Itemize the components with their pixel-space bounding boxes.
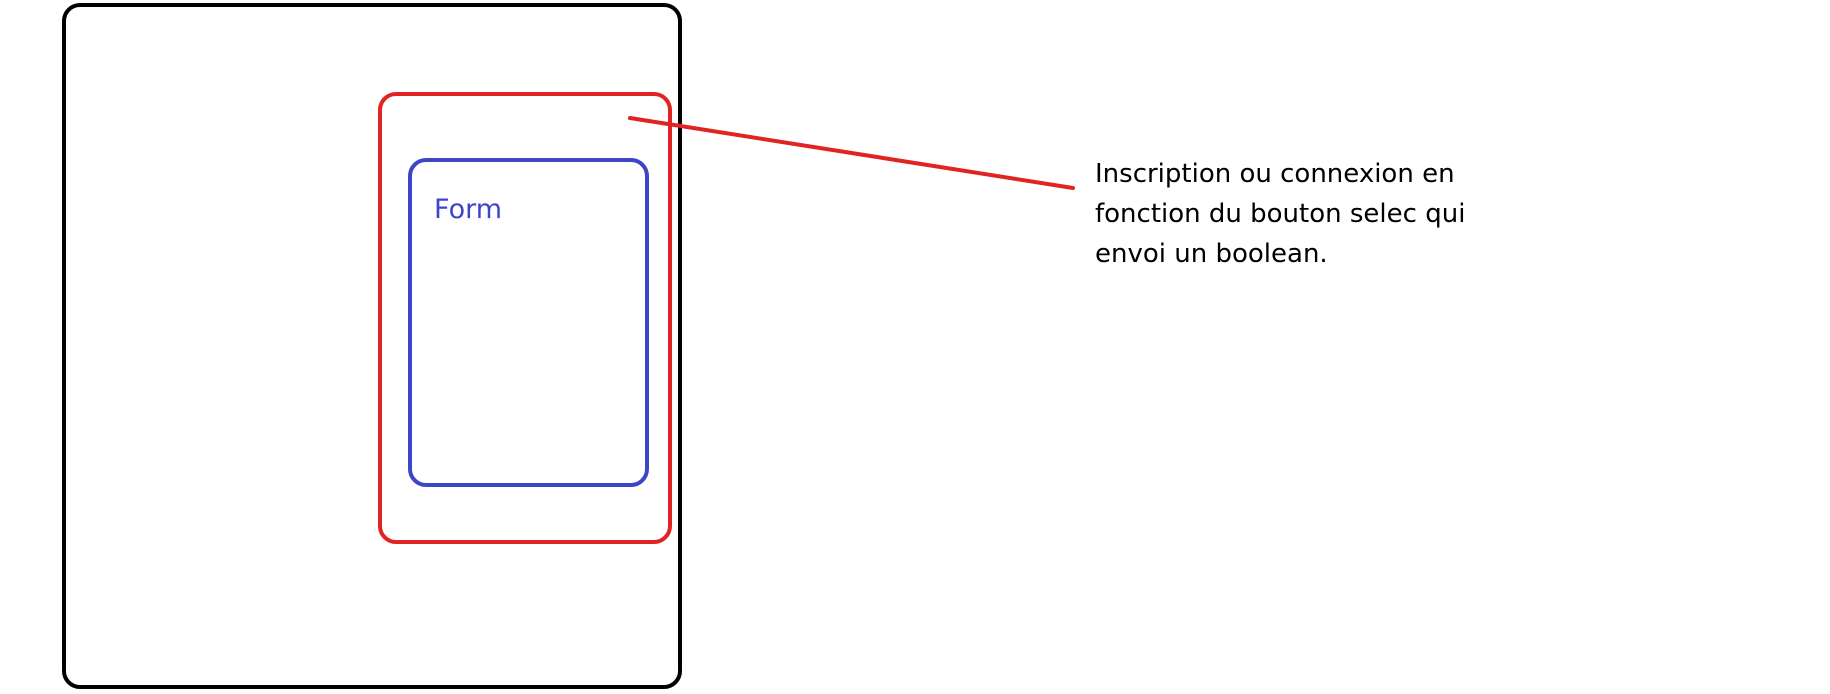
connector-line <box>628 116 1075 190</box>
form-box <box>408 158 649 487</box>
form-label: Form <box>434 194 503 225</box>
annotation-text: Inscription ou connexion en fonction du … <box>1095 159 1466 269</box>
outer-page-frame <box>62 3 682 689</box>
auth-container-box <box>378 92 672 544</box>
